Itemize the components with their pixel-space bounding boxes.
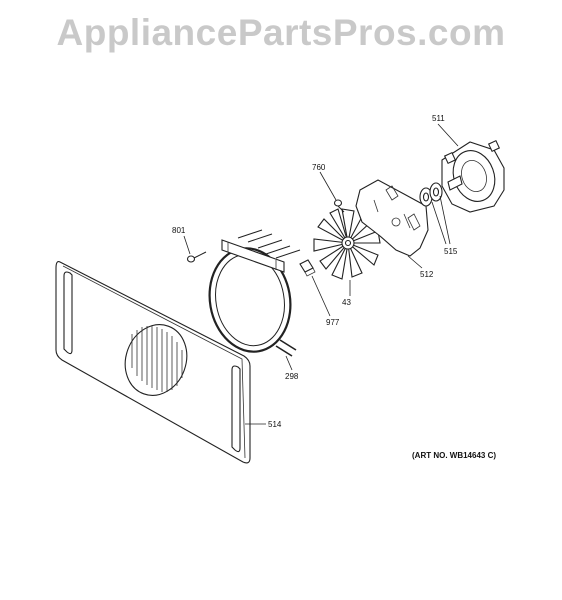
callout-801: 801 — [172, 226, 186, 235]
part-512-mount-plate[interactable] — [355, 179, 429, 257]
part-515-washers[interactable] — [419, 182, 443, 207]
part-43-fan-blade[interactable] — [313, 208, 381, 280]
callout-514: 514 — [268, 420, 282, 429]
part-801-screw[interactable] — [186, 251, 207, 263]
art-number: (ART NO. WB14643 C) — [412, 451, 496, 460]
part-760-screw[interactable] — [333, 199, 345, 213]
part-514-cover-panel[interactable] — [55, 261, 251, 464]
part-298-convection-element[interactable] — [202, 229, 301, 358]
callout-511: 511 — [432, 114, 445, 123]
callout-760: 760 — [312, 163, 326, 172]
site-watermark: AppliancePartsPros.com — [56, 12, 506, 53]
part-511-fan-motor[interactable] — [441, 139, 505, 213]
callout-515: 515 — [444, 247, 458, 256]
callout-977: 977 — [326, 318, 340, 327]
callout-298: 298 — [285, 372, 299, 381]
callout-512: 512 — [420, 270, 434, 279]
callout-43: 43 — [342, 298, 351, 307]
part-977-terminal-block[interactable] — [299, 259, 316, 277]
